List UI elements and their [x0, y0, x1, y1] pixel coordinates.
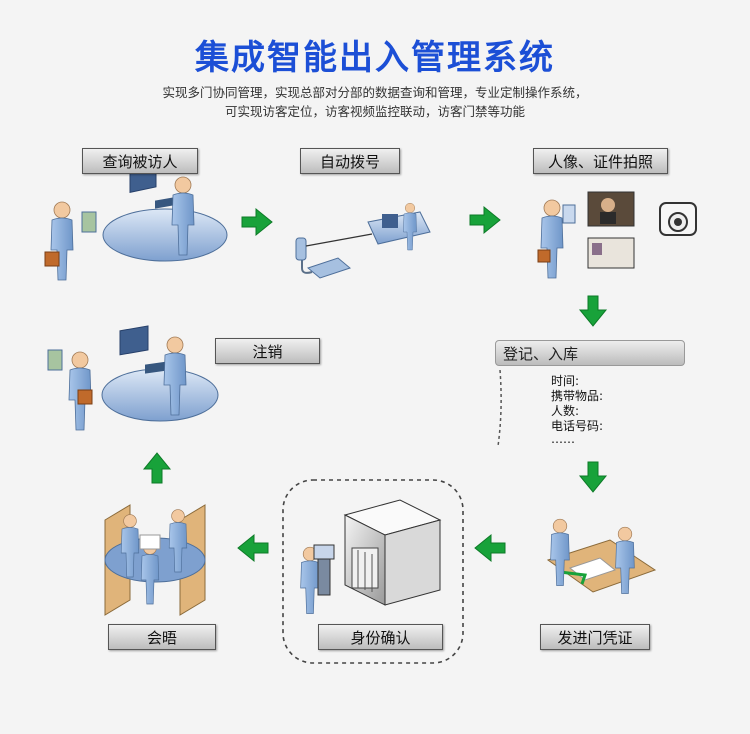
query-visitee-illustration	[44, 164, 228, 281]
step-label-auto-dial: 自动拨号	[300, 148, 400, 174]
step-label-checkout: 注销	[215, 338, 320, 364]
register-header	[495, 340, 685, 366]
arrow-identity-to-meeting-icon	[237, 534, 269, 562]
step-label-query-visitee: 查询被访人	[82, 148, 198, 174]
identity-check-frame	[282, 479, 464, 664]
arrow-issue-to-identity-icon	[474, 534, 506, 562]
capture-photo-illustration	[537, 191, 697, 279]
register-field-time: 时间:	[551, 374, 580, 388]
phone-icon	[306, 257, 352, 279]
arrow-register-to-issue-icon	[579, 461, 607, 493]
arrow-meeting-to-checkout-icon	[143, 452, 171, 484]
meeting-illustration	[104, 504, 206, 616]
step-label-meeting: 会晤	[108, 624, 216, 650]
issue-pass-illustration	[546, 518, 657, 594]
subtitle-line-2: 可实现访客定位，访客视频监控联动，访客门禁等功能	[224, 104, 525, 119]
arrow-step2-to-step3-icon	[469, 206, 501, 234]
step-label-capture-photo: 人像、证件拍照	[533, 148, 668, 174]
register-field-items: 携带物品:	[551, 389, 604, 403]
kiosk-icon	[313, 544, 335, 596]
briefcase-icon	[44, 251, 60, 267]
register-title: 登记、入库	[503, 345, 579, 363]
checkout-illustration	[47, 325, 219, 431]
register-field-count: 人数:	[551, 404, 580, 418]
step-label-issue-pass: 发进门凭证	[540, 624, 650, 650]
arrow-step3-to-register-icon	[579, 295, 607, 327]
register-panel: 登记、入库	[495, 340, 685, 460]
page-title: 集成智能出入管理系统	[195, 38, 555, 78]
identity-check-illustration	[300, 499, 442, 614]
subtitle-line-1: 实现多门协同管理，实现总部对分部的数据查询和管理，专业定制操作系统，	[162, 85, 588, 100]
register-field-phone: 电话号码:	[551, 419, 604, 433]
step-label-identity-check: 身份确认	[318, 624, 443, 650]
arrow-step1-to-step2-icon	[241, 208, 273, 236]
auto-dial-illustration	[295, 202, 431, 279]
gate-icon	[343, 499, 442, 606]
camera-icon	[659, 202, 697, 236]
register-field-more: ……	[551, 432, 575, 446]
